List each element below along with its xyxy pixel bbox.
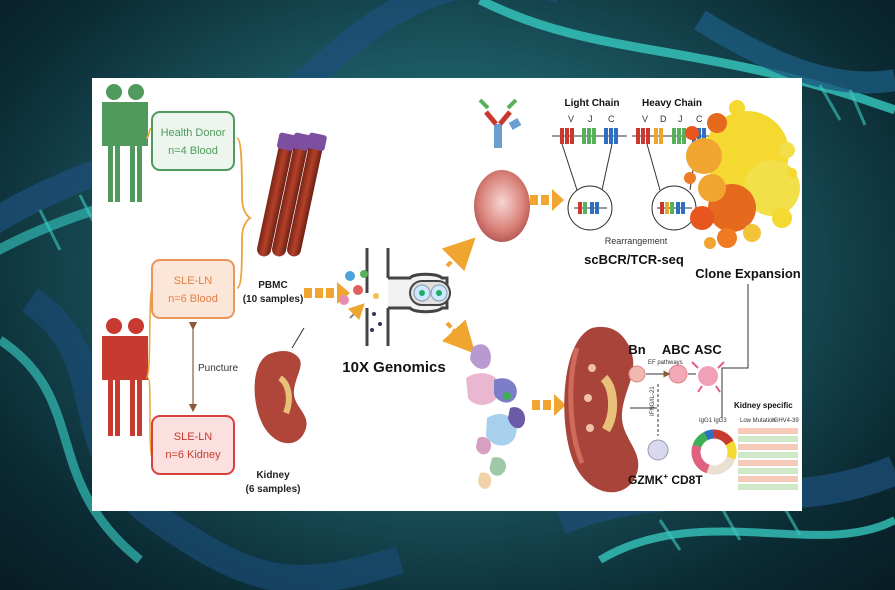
clone-expansion-bubbles bbox=[684, 100, 800, 249]
rearranged-genes-circles bbox=[561, 143, 698, 231]
asc-cell-icon bbox=[691, 361, 725, 393]
svg-text:C: C bbox=[608, 114, 615, 124]
ifng-label: IFNG/IL-21 bbox=[650, 386, 656, 416]
svg-text:J: J bbox=[678, 114, 683, 124]
kidney-specific-rows bbox=[738, 428, 798, 490]
sle-blood-title: SLE-LN bbox=[174, 275, 213, 287]
asc-label: ASC bbox=[694, 342, 722, 357]
health-donor-detail: n=4 Blood bbox=[168, 145, 218, 157]
ef-pathways-label: EF pathways bbox=[648, 360, 683, 366]
pbmc-title: PBMC bbox=[258, 280, 287, 291]
blood-tubes-icon bbox=[257, 132, 327, 257]
sle-kidney-box: SLE-LN n=6 Kidney bbox=[151, 415, 235, 475]
arrow-to-bcell bbox=[441, 237, 476, 272]
abc-label: ABC bbox=[662, 342, 691, 357]
bn-cell-icon bbox=[628, 365, 646, 383]
sle-kidney-title: SLE-LN bbox=[174, 431, 213, 443]
puncture-label: Puncture bbox=[198, 363, 238, 374]
workflow-figure-panel: Health Donor n=4 Blood SLE-LN n=6 Blood … bbox=[92, 78, 802, 511]
svg-text:V: V bbox=[568, 114, 574, 124]
kidney-large-icon bbox=[564, 326, 657, 493]
cd8t-label: GZMK+ CD8T bbox=[628, 472, 703, 487]
low-mutation-label: Low Mutation bbox=[740, 418, 776, 424]
light-chain-label: Light Chain bbox=[565, 98, 620, 109]
sequencing-method-label: scBCR/TCR-seq bbox=[584, 252, 684, 267]
rearrangement-label: Rearrangement bbox=[605, 236, 668, 246]
svg-text:J: J bbox=[588, 114, 593, 124]
kidney-small-icon bbox=[254, 327, 307, 444]
clone-expansion-connector bbox=[721, 284, 749, 376]
svg-text:C: C bbox=[696, 114, 703, 124]
blood-bracket bbox=[236, 137, 252, 289]
arrow-to-umap bbox=[441, 319, 476, 354]
svg-text:D: D bbox=[660, 114, 667, 124]
kidney-sample-title: Kidney bbox=[256, 470, 290, 481]
light-chain-genes bbox=[552, 128, 627, 144]
isotype-donut-chart bbox=[691, 429, 737, 475]
kidney-specific-label: Kidney specific bbox=[734, 401, 793, 410]
patient-people-icon bbox=[102, 318, 148, 436]
kidney-sample-count: (6 samples) bbox=[245, 484, 300, 495]
cd8t-cell-icon bbox=[647, 439, 669, 461]
health-donor-title: Health Donor bbox=[161, 127, 226, 139]
ighv-label: IGHV4-39 bbox=[772, 418, 799, 424]
abc-cell-icon bbox=[668, 364, 688, 384]
svg-text:V: V bbox=[642, 114, 648, 124]
platform-label: 10X Genomics bbox=[342, 359, 445, 376]
workflow-diagram: Health Donor n=4 Blood SLE-LN n=6 Blood … bbox=[102, 84, 801, 495]
isotype-label: IgG1 IgG3 bbox=[699, 418, 727, 424]
bn-label: Bn bbox=[628, 342, 645, 357]
heavy-chain-segment-labels: V D J C bbox=[642, 114, 703, 124]
sle-blood-detail: n=6 Blood bbox=[168, 293, 218, 305]
pbmc-count: (10 samples) bbox=[243, 294, 304, 305]
umap-cluster-plot bbox=[466, 344, 526, 489]
arrow-to-kidney bbox=[532, 394, 566, 416]
microfluidic-chip-icon bbox=[339, 248, 451, 346]
sle-kidney-detail: n=6 Kidney bbox=[165, 449, 221, 461]
clone-expansion-label: Clone Expansion bbox=[695, 266, 801, 281]
sle-blood-box: SLE-LN n=6 Blood bbox=[151, 259, 235, 319]
rearranged-segments bbox=[574, 202, 692, 214]
healthy-donor-people-icon bbox=[102, 84, 148, 202]
heavy-chain-genes bbox=[632, 128, 712, 144]
heavy-chain-label: Heavy Chain bbox=[642, 98, 702, 109]
arrow-to-bcr bbox=[530, 189, 564, 211]
b-cell-icon bbox=[474, 98, 530, 242]
light-chain-segment-labels: V J C bbox=[568, 114, 615, 124]
health-donor-box: Health Donor n=4 Blood bbox=[151, 111, 235, 171]
